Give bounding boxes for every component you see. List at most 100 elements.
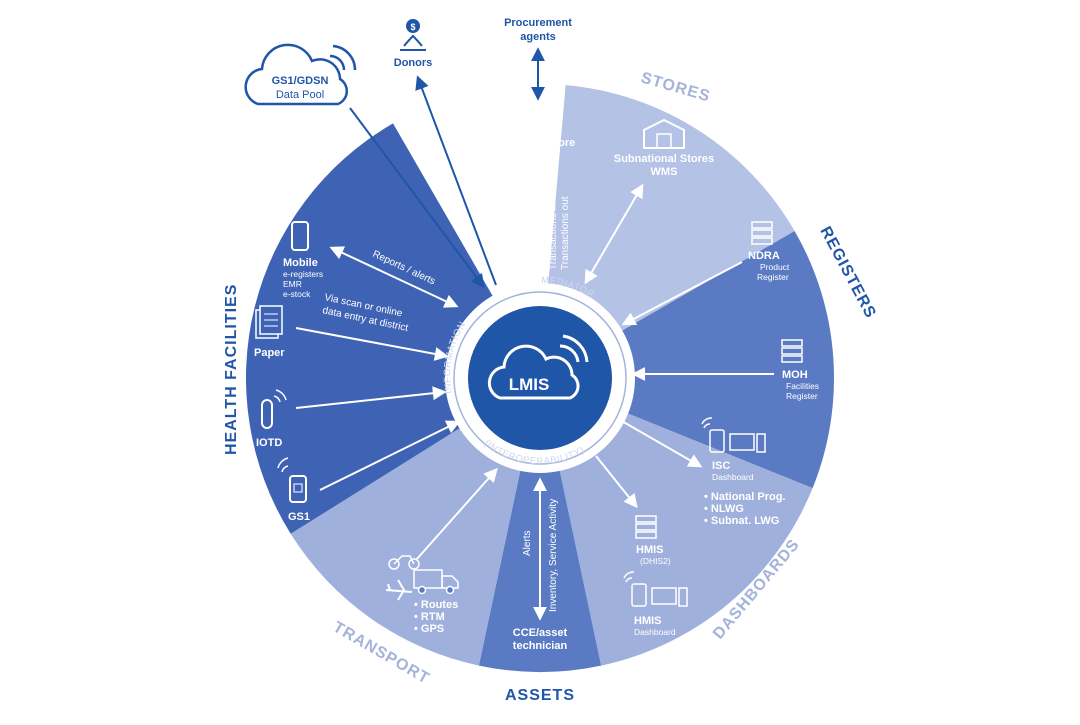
svg-text:IOTD: IOTD [256,437,282,449]
transport-item: • RTM [414,611,445,623]
subnational-stores: Subnational Stores WMS [614,118,714,178]
svg-text:EMR: EMR [283,279,302,289]
thermometer-icon [261,399,273,429]
airplane-icon [385,579,413,601]
phone-icon [291,221,309,251]
dashboard-list: • National Prog.• NLWG• Subnat. LWG [704,491,785,527]
svg-text:Register: Register [786,391,818,401]
coin-icon [406,19,420,33]
wifi-icon [701,417,713,429]
warehouse-icon [517,102,559,133]
label-master-data: Master Data [522,215,533,270]
sector-health-facilities [246,123,541,534]
svg-text:e-stock: e-stock [283,289,311,299]
data-pool-cloud-icon [244,43,348,106]
arrow-subnational-stores [584,183,644,285]
svg-text:Data Pool: Data Pool [276,89,324,101]
svg-text:HMIS: HMIS [634,615,662,627]
paper-document: Paper [254,305,285,359]
svg-text:Product: Product [760,262,790,272]
warehouse-icon [643,118,685,149]
dashboard-item: • Subnat. LWG [704,515,779,527]
svg-text:HMIS: HMIS [636,544,664,556]
sector-title-assets: ASSETS [505,687,575,704]
plant-hand-icon [400,34,426,51]
svg-text:NDRA: NDRA [748,250,780,262]
svg-text:Procurement: Procurement [504,17,572,29]
truck-icon [413,569,459,595]
ndra-register: NDRA Product Register [748,221,790,282]
sector-registers [540,231,835,489]
arrow-isc [619,419,703,468]
transport-item: • GPS [414,623,444,635]
transport-item: • Routes [414,599,458,611]
dashboard-item: • NLWG [704,503,744,515]
svg-text:GS1/GDSN: GS1/GDSN [272,75,329,87]
gs1-scanner: GS1 [277,457,310,523]
arrow-gs1 [319,420,461,491]
label-alerts: Alerts [522,530,533,556]
cce-technician-line1: CCE/asset [513,627,568,639]
monitor-icon [651,587,677,605]
svg-text:ISC: ISC [712,460,730,472]
svg-text:Facilities: Facilities [786,381,819,391]
arrow-mobile [329,246,459,308]
server-icon [751,221,773,245]
cce-technician-line2: technician [513,640,568,652]
svg-text:WMS: WMS [651,166,678,178]
ring-outline [453,291,627,465]
motorbike-icon [388,555,420,570]
procurement-agents: Procurement agents [504,17,572,43]
svg-text:Donors: Donors [394,57,433,69]
wifi-icon [273,389,287,403]
arrow-iotd [295,386,447,409]
svg-text:Dashboard: Dashboard [634,627,676,637]
label-transactions-out: Transactions out [560,196,571,270]
arrow-transport [415,467,498,561]
svg-text:e-registers: e-registers [283,269,323,279]
sector-dashboards [540,378,813,666]
arrow-ndra [621,261,743,326]
arrow-datapool-lmis [349,107,485,289]
svg-text:agents: agents [520,31,555,43]
sector-stores [540,85,795,378]
sector-title-health-facilities: HEALTH FACILITIES [223,284,240,455]
sector-transport [290,378,540,666]
svg-text:National Store: National Store [501,137,576,149]
donors: $ Donors [394,19,433,69]
wifi-icon [623,571,635,583]
svg-text:GS1: GS1 [288,511,310,523]
svg-text:WMS: WMS [525,150,552,162]
sector-title-registers: REGISTERS [816,224,879,322]
isc-dashboard: ISC Dashboard [701,417,766,482]
sector-wedges [246,85,835,673]
phone-barcode-icon [289,475,307,503]
svg-text:(DHIS2): (DHIS2) [640,556,671,566]
sector-title-stores: STORES [639,70,712,106]
svg-text:Mobile: Mobile [283,257,318,269]
gs1-gdsn-data-pool: GS1/GDSN Data Pool [244,43,357,106]
lmis-title: LMIS [509,375,550,394]
monitor-icon [729,433,755,451]
moh-register: MOH Facilities Register [781,339,819,401]
tablet-icon [631,583,647,607]
arrow-paper [295,327,449,361]
server-icon [781,339,803,363]
svg-text:Paper: Paper [254,347,285,359]
hmis-dhis2: HMIS (DHIS2) [635,515,671,566]
hmis-dashboard: HMIS Dashboard [623,571,688,637]
lmis-cloud-icon [487,334,589,400]
transport-icons [385,555,459,601]
svg-text:Subnational Stores: Subnational Stores [614,153,714,165]
svg-text:Dashboard: Dashboard [712,472,754,482]
wifi-icon [277,457,289,473]
svg-text:Register: Register [757,272,789,282]
iotd-sensor: IOTD [256,389,287,449]
server-icon [635,515,657,539]
mobile-device: Mobile e-registers EMR e-stock [283,221,323,299]
svg-text:MOH: MOH [782,369,808,381]
svg-text:$: $ [410,22,415,32]
transport-list: • Routes• RTM• GPS [414,599,458,635]
